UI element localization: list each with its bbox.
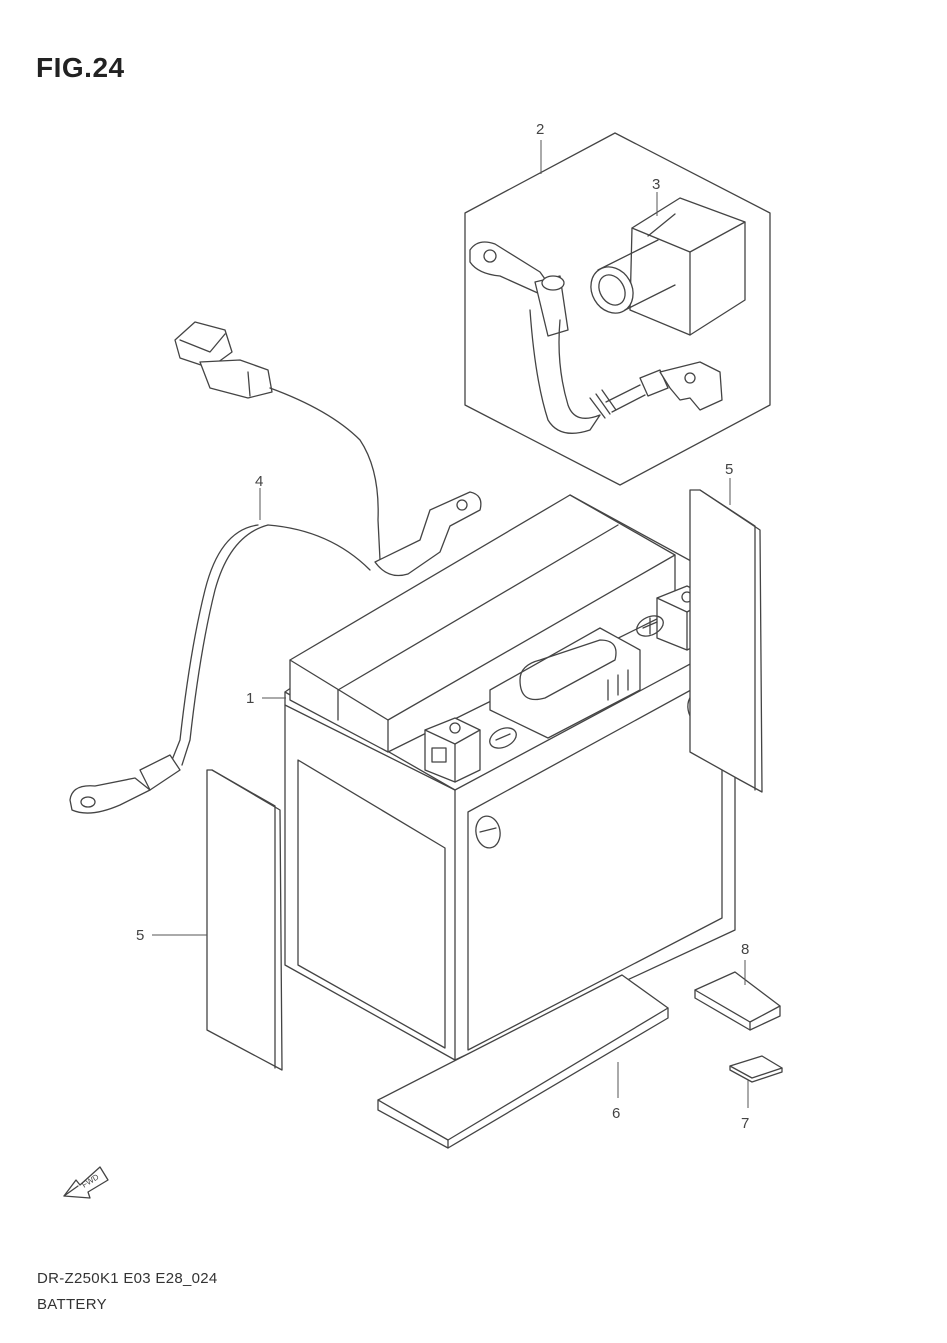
fwd-arrow-icon [63,1166,109,1199]
callout-7: 7 [741,1115,749,1132]
pad-left-part [152,769,283,1071]
callout-1: 1 [246,690,254,707]
lead-wire-part [69,321,482,814]
callout-2: 2 [536,121,544,138]
battery-part [262,494,736,1061]
model-code: DR-Z250K1 E03 E28_024 [37,1270,218,1287]
base-pad-part [377,974,669,1149]
callout-6: 6 [612,1105,620,1122]
pad-right-part [689,478,763,793]
small-tab-part [729,1055,783,1108]
small-pad-part [694,960,781,1031]
terminal-cover-part [590,192,746,336]
battery-cable-part [469,241,723,434]
callout-8: 8 [741,941,749,958]
callout-5-left: 5 [136,927,144,944]
callout-4: 4 [255,473,263,490]
callout-5-right: 5 [725,461,733,478]
cable-kit-frame [464,132,771,486]
figure-title: FIG.24 [36,52,125,83]
section-name: BATTERY [37,1296,107,1313]
callout-3: 3 [652,176,660,193]
